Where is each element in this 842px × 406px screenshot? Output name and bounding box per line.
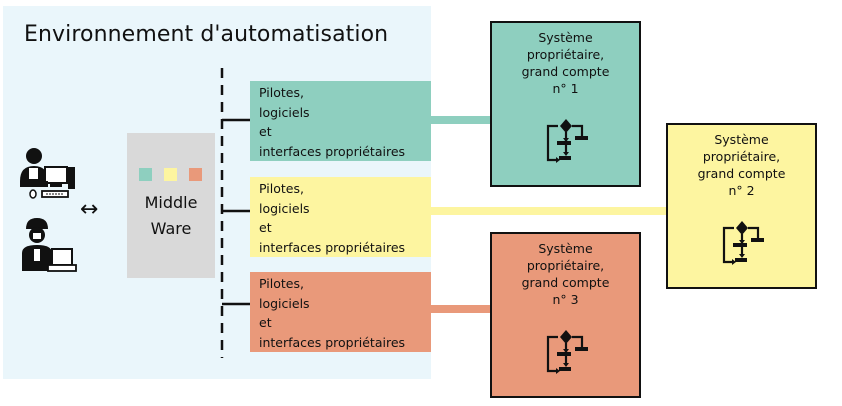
technician-laptop-icon [22, 218, 77, 272]
bidirectional-arrow-icon: ↔ [80, 197, 99, 222]
diagram-title: Environnement d'automatisation [24, 22, 389, 47]
middleware-box: Middle Ware [127, 133, 215, 278]
middleware-label: Middle Ware [144, 193, 198, 238]
swatch-orange [189, 168, 202, 181]
users-group [20, 148, 77, 272]
flowchart-icon [722, 221, 764, 265]
flowchart-icon [546, 330, 588, 374]
swatch-green [139, 168, 152, 181]
user-computer-icon [20, 148, 75, 199]
flowchart-icon [546, 119, 588, 163]
swatch-yellow [164, 168, 177, 181]
